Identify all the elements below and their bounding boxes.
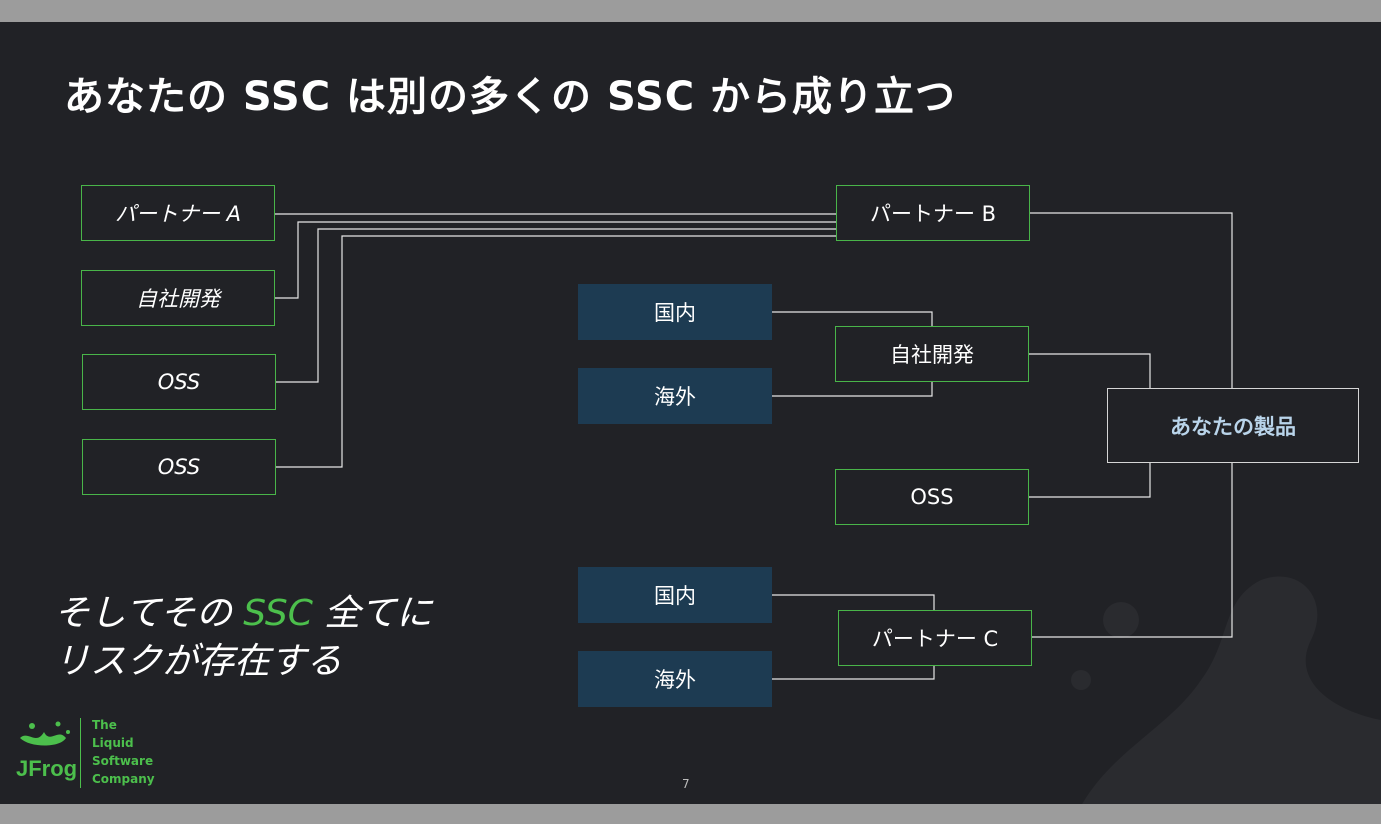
logo-tagline: The Liquid Software Company (92, 716, 155, 788)
oss-node: OSS (835, 469, 1029, 525)
partner-c-domestic-node: 国内 (578, 567, 772, 623)
risk-statement: そしてその SSC 全てに リスクが存在する (54, 590, 432, 686)
inhouse-domestic-node: 国内 (578, 284, 772, 340)
source-oss-1: OSS (82, 354, 276, 410)
partner-c-node: パートナー C (838, 610, 1032, 666)
connector-inhouse-product (1029, 353, 1151, 388)
tagline-line: Company (92, 772, 155, 786)
background-splash-graphic (1001, 560, 1381, 804)
source-inhouse: 自社開発 (81, 270, 275, 326)
page-number: 7 (682, 777, 690, 791)
slide-title: あなたの SSC は別の多くの SSC から成り立つ (64, 74, 957, 120)
source-partner-a: パートナー A (81, 185, 275, 241)
risk-line1-accent: SSC (243, 593, 313, 634)
slide: あなたの SSC は別の多くの SSC から成り立つ パートナー A 自社開発 … (0, 22, 1381, 804)
connector-oss-1 (276, 228, 836, 383)
risk-line1-pre: そしてその (54, 593, 244, 634)
connector-overseas-1 (771, 382, 933, 397)
connector-inhouse (275, 221, 836, 299)
logo-divider (80, 718, 81, 788)
source-oss-2: OSS (82, 439, 276, 495)
partner-b-node: パートナー B (836, 185, 1030, 241)
logo-wordmark: JFrog (16, 756, 77, 781)
connector-partner-b-product (1029, 212, 1233, 388)
connector-lines (275, 212, 1233, 680)
inhouse-node: 自社開発 (835, 326, 1029, 382)
connector-oss-2 (276, 235, 836, 468)
risk-line1-post: 全てに (312, 593, 433, 634)
risk-line2: リスクが存在する (54, 641, 343, 682)
connector-partner-c-product (1031, 462, 1233, 638)
tagline-line: Software (92, 754, 154, 768)
connector-oss-product (1029, 462, 1151, 498)
connector-domestic-2 (771, 594, 935, 610)
partner-c-overseas-node: 海外 (578, 651, 772, 707)
tagline-line: The (92, 718, 117, 732)
connector-domestic-1 (771, 311, 933, 326)
product-node: あなたの製品 (1107, 388, 1359, 463)
inhouse-overseas-node: 海外 (578, 368, 772, 424)
jfrog-logo: JFrog (10, 718, 170, 788)
connector-overseas-2 (771, 665, 935, 680)
tagline-line: Liquid (92, 736, 134, 750)
